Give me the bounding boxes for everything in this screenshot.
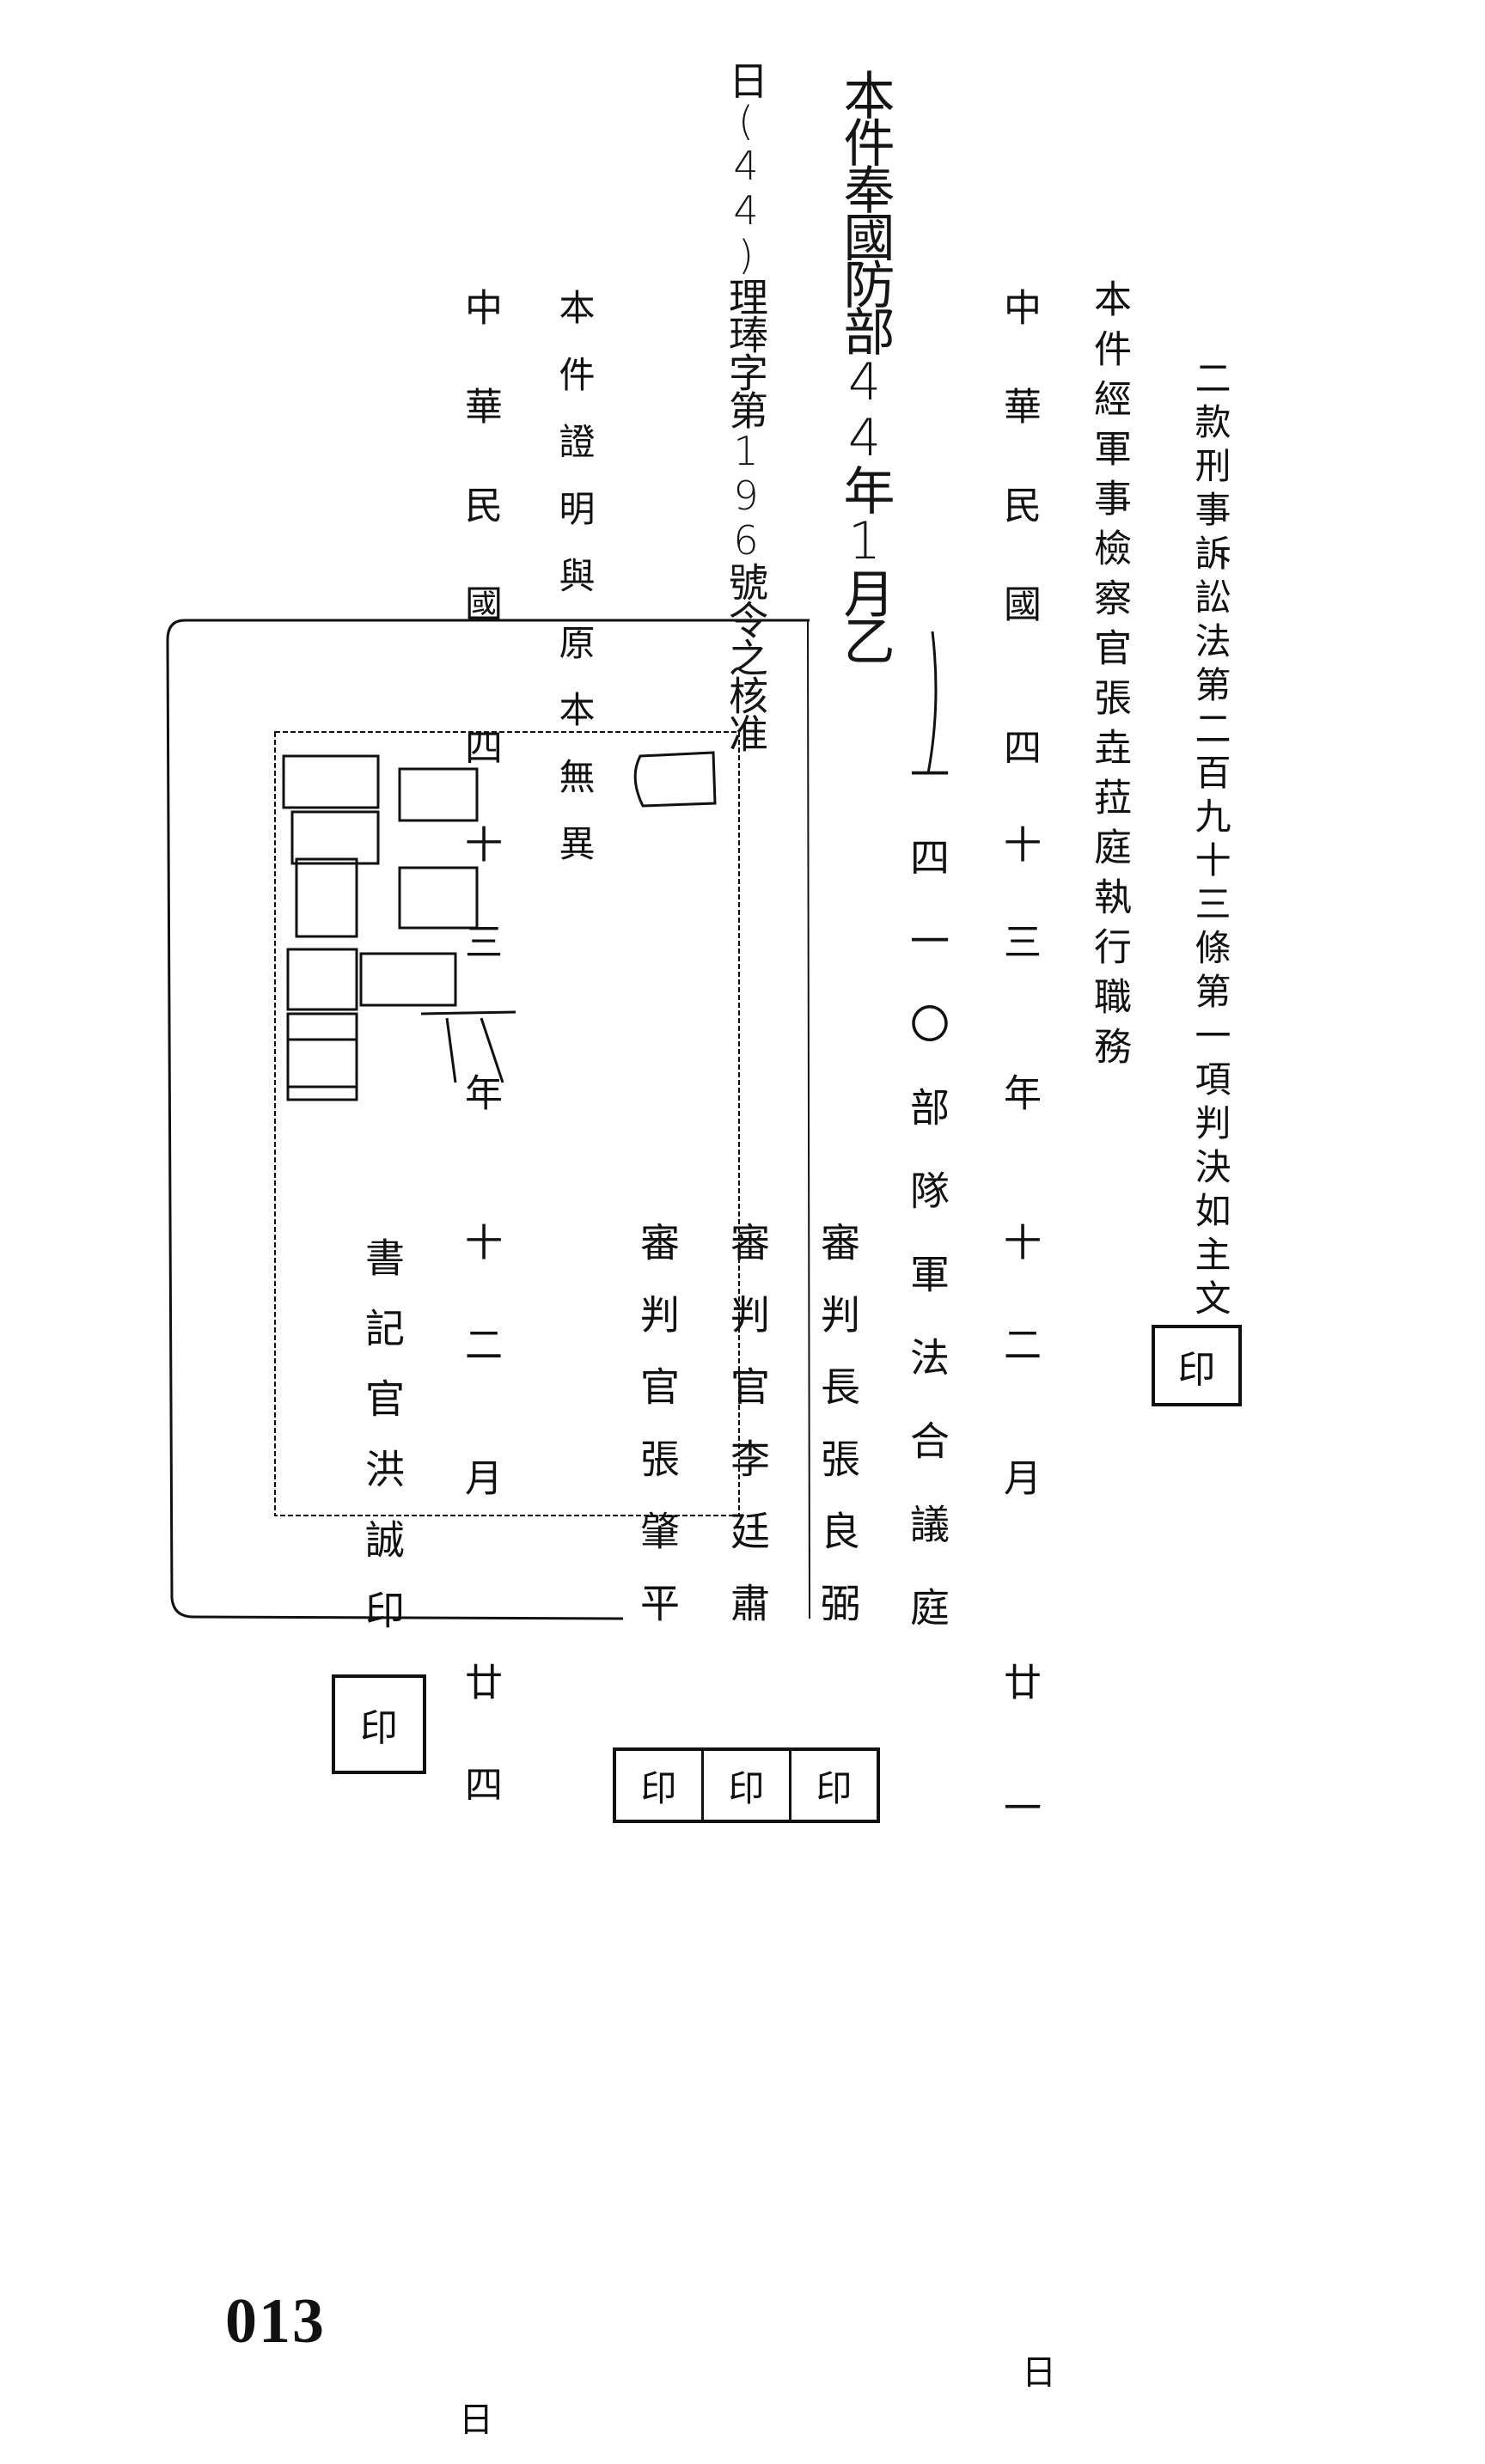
sketch-box [286, 1012, 358, 1089]
date-day-unit: 日 [1016, 2354, 1055, 2388]
sketch-box [633, 751, 717, 808]
outer-bracket-line [166, 619, 810, 1620]
associate-judge-zhang: 審判官張肇平 [634, 1222, 681, 1655]
date-era: 中華民國 [997, 288, 1041, 683]
date-year-unit: 年 [997, 1073, 1041, 1111]
sketch-box [398, 767, 479, 822]
sketch-box [282, 754, 380, 809]
judges-seal-row: 印 印 印 [613, 1747, 880, 1823]
date-era: 中華民國 [458, 288, 502, 683]
seal-box: 印 [1152, 1325, 1242, 1406]
pen-stroke [926, 631, 938, 774]
date-year-number: 四十三 [458, 728, 502, 1019]
prosecutor-line: 本件經軍事檢察官張垚菈庭執行職務 [1087, 279, 1131, 1076]
date-month-unit: 月 [458, 1458, 502, 1496]
sketch-box [295, 857, 358, 938]
sketch-box [359, 952, 457, 1007]
date-day-number: 廿四 [458, 1662, 502, 1867]
clerk-signature: 書記官洪誠印 [359, 1237, 406, 1660]
page-number: 013 [225, 2286, 326, 2357]
clerk-seal-box: 印 [332, 1674, 426, 1774]
sketch-stroke [420, 1010, 516, 1083]
seal-cell: 印 [816, 1766, 852, 1809]
bracket-right-line [807, 619, 810, 1619]
date-day-number: 廿一 [997, 1662, 1041, 1913]
sketch-box [290, 810, 380, 865]
date-month-number: 十二 [997, 1223, 1041, 1427]
date-day-unit: 日 [453, 2401, 492, 2436]
handwritten-note-line-1: 本件奉國防部44年1月乙 [834, 69, 895, 662]
seal-cell: 印 [616, 1751, 704, 1820]
sketch-box [286, 1038, 358, 1101]
sketch-box [286, 948, 358, 1011]
date-month-number: 十二 [458, 1223, 502, 1427]
associate-judge-li: 審判官李廷肅 [724, 1222, 771, 1655]
seal-cell: 印 [704, 1751, 791, 1820]
date-year-unit: 年 [458, 1073, 502, 1111]
sketch-box [398, 866, 479, 930]
date-month-unit: 月 [997, 1458, 1041, 1496]
presiding-judge: 審判長張良弼 [815, 1222, 861, 1655]
date-year-number: 四十三 [997, 728, 1041, 1019]
certification-text: 本件證明與原本無異 [553, 289, 596, 892]
handwritten-note-line-2: 日(44)理琫字第196號令之核准 [723, 60, 769, 751]
inner-frame [274, 731, 740, 1516]
judgment-clause: 二款刑事訴訟法第二百九十三條第一項判決如主文 [1189, 359, 1231, 1323]
court-name: 一四一〇部隊軍法合議庭 [904, 753, 950, 1670]
